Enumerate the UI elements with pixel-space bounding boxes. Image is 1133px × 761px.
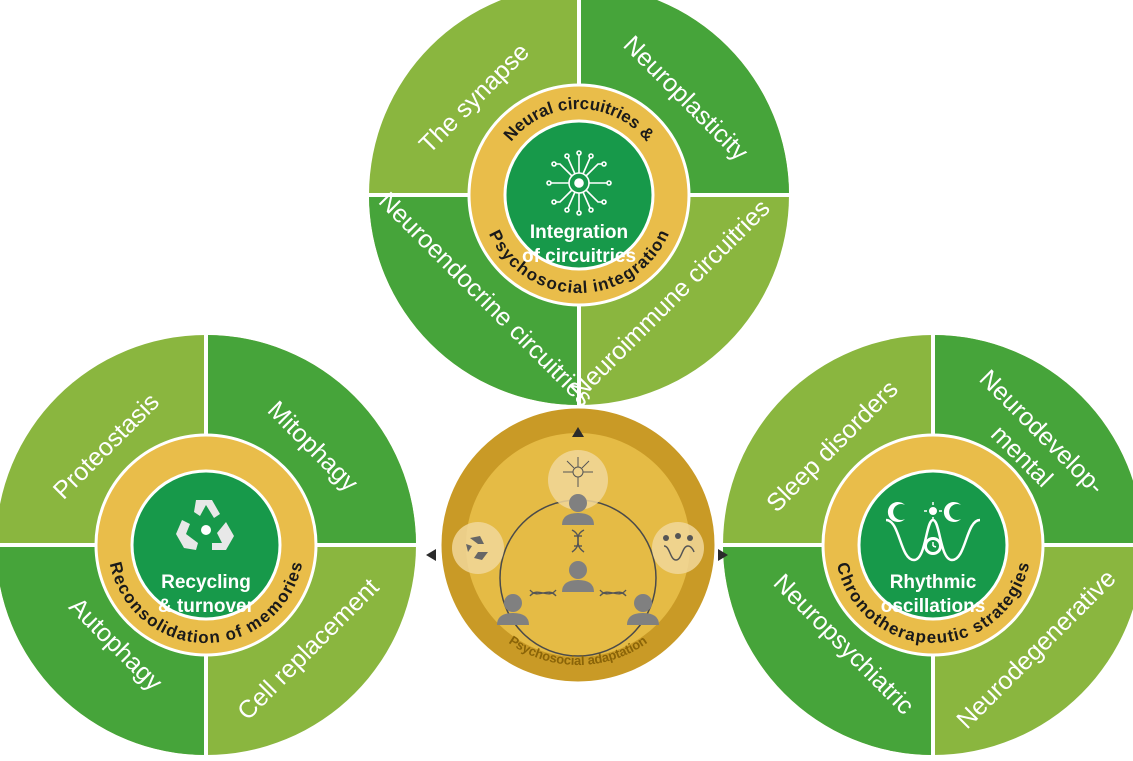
- hub-neural-mini-icon: [563, 457, 593, 487]
- person-icon: [497, 494, 659, 625]
- left-center-line2: & turnover: [158, 596, 255, 617]
- right-center-line2: oscillations: [881, 596, 986, 617]
- left-center: [130, 469, 282, 621]
- arrow-up: [572, 427, 584, 437]
- top-center-line1: Integration: [530, 222, 628, 243]
- dna-icon: [529, 529, 627, 597]
- top-wheel: The synapse Neuroplasticity Neuroendocri…: [369, 0, 789, 412]
- moon-sun-clock-icon: [885, 502, 981, 562]
- right-wheel: Sleep disorders Neurodevelop- mental Neu…: [723, 335, 1133, 755]
- recycle-icon: [176, 500, 234, 550]
- left-wheel: Proteostasis Mitophagy Autophagy Cell re…: [0, 335, 416, 755]
- arrows: [426, 427, 728, 561]
- hub-rhythm-mini-icon: [663, 533, 695, 561]
- top-center-line2: of circuitries: [522, 246, 636, 267]
- right-center-line1: Rhythmic: [890, 572, 977, 593]
- arrow-left: [426, 549, 436, 561]
- hub-badge-left: [452, 522, 504, 574]
- hub-badge-right: [652, 522, 704, 574]
- hub-recycle-mini-icon: [466, 536, 488, 560]
- center-hub: Psychosocial adaptation: [438, 405, 718, 685]
- neural-circuit-icon: [546, 150, 612, 216]
- left-center-line1: Recycling: [161, 572, 251, 593]
- arrow-right: [718, 549, 728, 561]
